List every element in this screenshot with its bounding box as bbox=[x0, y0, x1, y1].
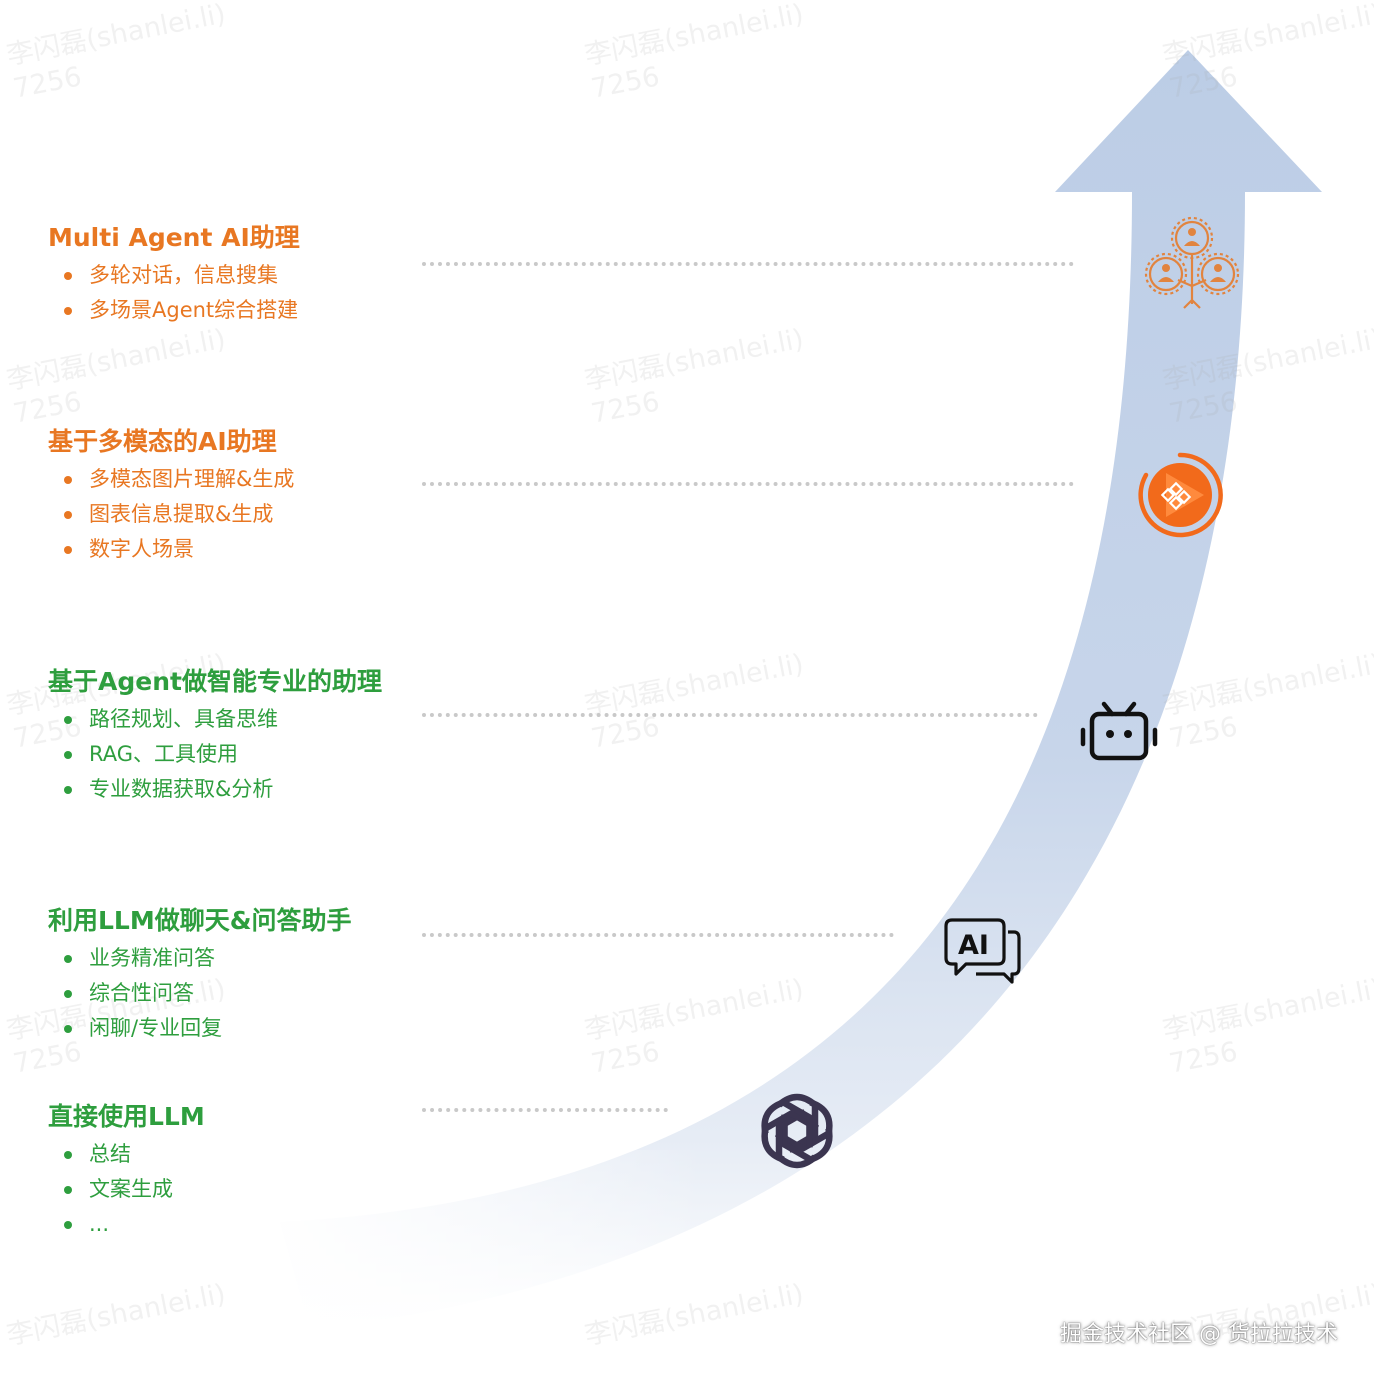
stage-title: 直接使用LLM bbox=[48, 1102, 205, 1131]
stage-multimodal: 基于多模态的AI助理 多模态图片理解&生成 图表信息提取&生成 数字人场景 bbox=[48, 425, 294, 567]
stage-items: 多模态图片理解&生成 图表信息提取&生成 数字人场景 bbox=[48, 462, 294, 567]
stage-items: 业务精准问答 综合性问答 闲聊/专业回复 bbox=[48, 941, 352, 1046]
list-item: ... bbox=[48, 1207, 205, 1242]
list-item: 图表信息提取&生成 bbox=[48, 497, 294, 532]
stage-title: Multi Agent AI助理 bbox=[48, 223, 300, 252]
stage-items: 路径规划、具备思维 RAG、工具使用 专业数据获取&分析 bbox=[48, 702, 382, 807]
list-item: 闲聊/专业回复 bbox=[48, 1011, 352, 1046]
list-item: 专业数据获取&分析 bbox=[48, 772, 382, 807]
connector-dots bbox=[422, 713, 1038, 717]
connector-dots bbox=[422, 262, 1074, 266]
stage-multi-agent: Multi Agent AI助理 多轮对话，信息搜集 多场景Agent综合搭建 bbox=[48, 221, 300, 328]
list-item: 路径规划、具备思维 bbox=[48, 702, 382, 737]
list-item: 文案生成 bbox=[48, 1172, 205, 1207]
ai-chat-bubbles-icon: AI bbox=[944, 918, 1021, 984]
multi-agent-network-icon bbox=[1144, 216, 1240, 309]
connector-dots bbox=[422, 1108, 668, 1112]
arrow-body bbox=[280, 50, 1322, 1330]
stage-items: 多轮对话，信息搜集 多场景Agent综合搭建 bbox=[48, 258, 300, 328]
list-item: 多轮对话，信息搜集 bbox=[48, 258, 300, 293]
stage-title: 基于多模态的AI助理 bbox=[48, 427, 277, 456]
stage-direct-llm: 直接使用LLM 总结 文案生成 ... bbox=[48, 1100, 205, 1242]
openai-logo-icon bbox=[761, 1093, 833, 1169]
connector-dots bbox=[422, 933, 894, 937]
list-item: 多场景Agent综合搭建 bbox=[48, 293, 300, 328]
robot-icon bbox=[1080, 701, 1158, 761]
footer-credit: 掘金技术社区 @ 货拉拉技术 bbox=[1060, 1322, 1338, 1347]
stage-agent-assistant: 基于Agent做智能专业的助理 路径规划、具备思维 RAG、工具使用 专业数据获… bbox=[48, 665, 382, 807]
multimodal-play-icon bbox=[1138, 452, 1223, 538]
stage-title: 利用LLM做聊天&问答助手 bbox=[48, 906, 352, 935]
list-item: 数字人场景 bbox=[48, 532, 294, 567]
list-item: 业务精准问答 bbox=[48, 941, 352, 976]
connector-dots bbox=[422, 482, 1074, 486]
list-item: 多模态图片理解&生成 bbox=[48, 462, 294, 497]
stage-items: 总结 文案生成 ... bbox=[48, 1137, 205, 1242]
stage-llm-chat: 利用LLM做聊天&问答助手 业务精准问答 综合性问答 闲聊/专业回复 bbox=[48, 904, 352, 1046]
svg-text:AI: AI bbox=[958, 930, 989, 961]
list-item: RAG、工具使用 bbox=[48, 737, 382, 772]
stage-title: 基于Agent做智能专业的助理 bbox=[48, 667, 382, 696]
list-item: 总结 bbox=[48, 1137, 205, 1172]
list-item: 综合性问答 bbox=[48, 976, 352, 1011]
